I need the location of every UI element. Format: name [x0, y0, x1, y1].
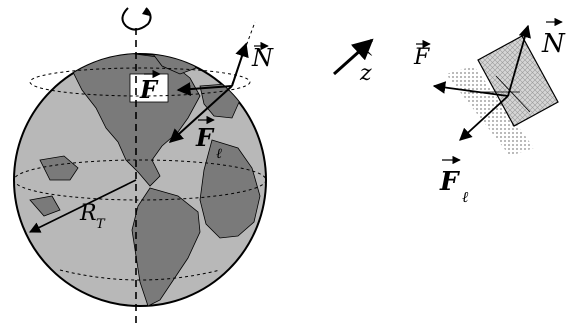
- radius-line: [28, 179, 137, 233]
- label-R-globe: R: [79, 201, 97, 226]
- label-N-block: N: [541, 29, 566, 59]
- label-Fl-sub-block: ℓ: [462, 188, 468, 206]
- ground-surface: [446, 66, 534, 156]
- globe-land: [29, 54, 261, 306]
- z-axis-indicator: z ^: [332, 38, 374, 86]
- label-Fl-block: F: [439, 167, 460, 197]
- guide-dashed-line: [231, 21, 256, 85]
- block: [477, 35, 559, 127]
- equator-line: [13, 159, 267, 201]
- label-Fl-globe: F: [195, 123, 215, 152]
- label-z-hat: ^: [362, 50, 374, 66]
- label-R-sub-globe: T: [96, 217, 106, 232]
- label-Fl-sub-globe: ℓ: [216, 146, 222, 162]
- vector-F-block: [432, 81, 509, 97]
- label-z: z: [359, 61, 372, 86]
- vector-N-globe: [231, 42, 249, 87]
- label-F-globe: F: [139, 75, 159, 104]
- vector-Fl-globe: [168, 85, 233, 143]
- label-F-block: F: [413, 45, 430, 70]
- globe: [13, 53, 267, 307]
- vector-F-globe: [176, 82, 233, 97]
- vector-N-block: [507, 24, 531, 97]
- block-guide-lines: [470, 75, 531, 113]
- label-N-globe: N: [251, 44, 274, 72]
- latitude-line-lower: [59, 269, 221, 281]
- rotation-arrow-icon: [121, 7, 152, 31]
- block-diagram: [432, 24, 559, 156]
- latitude-line-upper: [29, 67, 251, 97]
- vector-Fl-block: [459, 95, 509, 141]
